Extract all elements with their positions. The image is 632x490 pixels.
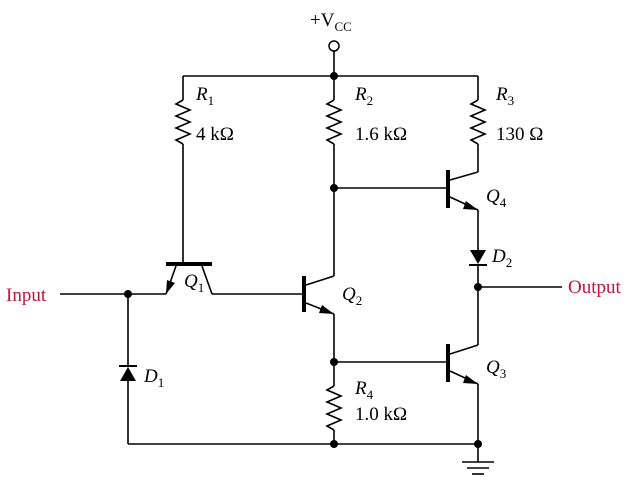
transistor-q1 [165,262,302,295]
diode-d2 [469,210,487,345]
resistor-r4 [324,362,344,444]
junction-dot [474,283,482,291]
transistor-q2 [302,188,335,362]
vcc-terminal [328,40,340,76]
q3-label: Q3 [486,357,506,381]
r3-value: 130 Ω [496,124,543,145]
d2-label: D2 [491,246,512,270]
vcc-label: +VCC [310,10,352,34]
r1-value: 4 kΩ [196,124,234,145]
r1-label: R1 [195,84,214,108]
output-label: Output [568,277,622,298]
r2-label: R2 [354,84,373,108]
d1-label: D1 [143,366,164,390]
r4-value: 1.0 kΩ [355,404,407,425]
q1-label: Q1 [184,271,204,295]
q2-label: Q2 [342,284,362,308]
resistor-r3 [468,76,488,172]
ground-icon [462,444,494,475]
input-label: Input [6,285,47,306]
transistor-q3 [334,344,479,444]
transistor-q4 [334,170,479,211]
resistor-r2 [324,76,344,188]
diode-d1 [119,294,137,444]
r3-label: R3 [495,84,514,108]
junction-dot [330,440,338,448]
r2-value: 1.6 kΩ [355,124,407,145]
resistor-r1 [173,76,193,264]
r4-label: R4 [354,378,374,402]
q4-label: Q4 [486,186,507,210]
